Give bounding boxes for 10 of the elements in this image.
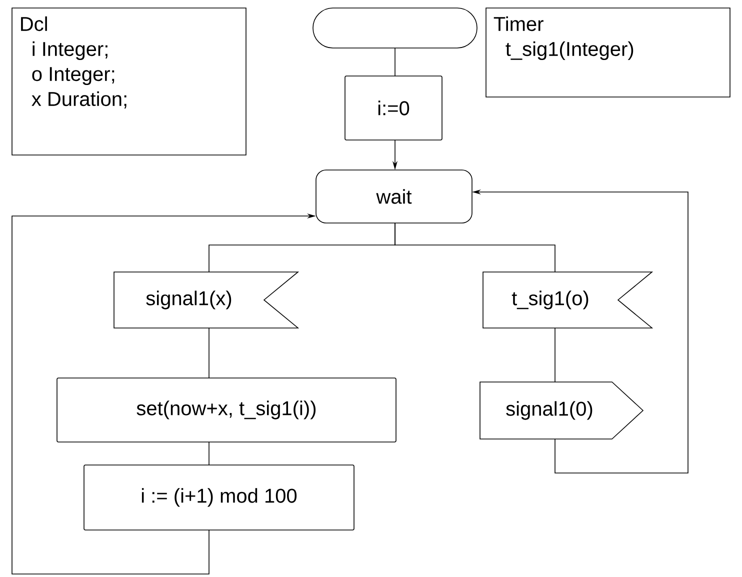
task-box: i:=0 — [344, 76, 442, 140]
input-signal-box: t_sig1(o) — [482, 272, 654, 328]
task-box: i := (i+1) mod 100 — [84, 464, 354, 530]
state-box: wait — [316, 170, 472, 224]
input-signal-box: signal1(x) — [114, 272, 300, 328]
start-terminal — [312, 8, 478, 48]
declaration-box: Timer t_sig1(Integer) — [486, 8, 730, 98]
task-box: set(now+x, t_sig1(i)) — [56, 378, 396, 442]
declaration-box: Dcl i Integer; o Integer; x Duration; — [12, 8, 246, 156]
output-signal-box: signal1(0) — [480, 382, 644, 440]
